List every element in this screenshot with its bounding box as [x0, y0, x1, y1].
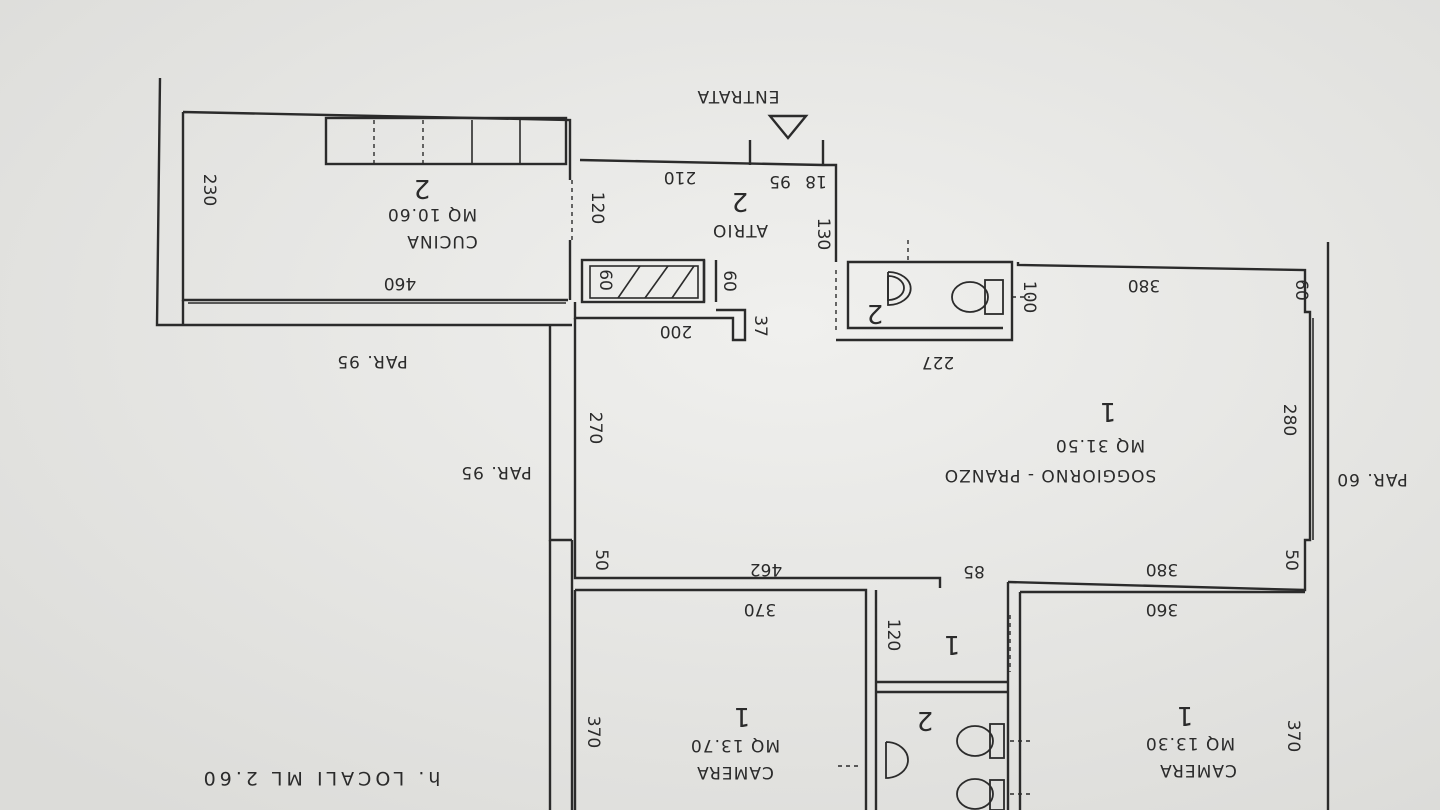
room-id-camera-left: 1	[734, 701, 751, 731]
dim-270: 270	[585, 412, 605, 444]
dim-37: 37	[750, 315, 770, 337]
dim-60-closet-a: 60	[595, 269, 615, 291]
atrio-wall	[579, 158, 838, 240]
walls	[155, 77, 1330, 810]
room-id-atrio: 2	[732, 186, 749, 216]
parapet-95-kitchen: PAR. 95	[336, 351, 407, 371]
room-id-small-bathroom: 2	[867, 298, 884, 328]
dim-100: 100	[1019, 281, 1039, 313]
room-id-camera-right: 1	[1177, 700, 1194, 730]
room-id-large-bathroom: 2	[917, 705, 934, 735]
dim-360: 360	[1146, 599, 1178, 619]
parapet-60: PAR. 60	[1336, 469, 1407, 489]
left-bedroom-wall	[573, 588, 868, 810]
room-area-camera-right: MQ 13.30	[1145, 733, 1235, 753]
dim-380-bottom: 380	[1146, 559, 1178, 579]
dim-130: 130	[813, 218, 833, 250]
dim-370-bedroom-left-top: 370	[744, 599, 776, 619]
dim-120-hall: 120	[883, 619, 903, 651]
dim-370-bedroom-right-side: 370	[1283, 720, 1303, 752]
dimensions: 230 460 120 210 95 18 130 60 60 200 37 2…	[199, 167, 1408, 752]
dim-50-right: 50	[1281, 549, 1301, 571]
room-id-cucina: 2	[414, 173, 431, 203]
kitchen-outer-wall	[155, 77, 572, 327]
room-id-disimpegno: 1	[944, 629, 961, 659]
large-bathroom-fixtures	[838, 723, 1030, 810]
dim-120-kitchen: 120	[587, 192, 607, 224]
room-name-camera-right: CAMERA	[1159, 760, 1237, 780]
dim-50-left: 50	[591, 549, 611, 571]
room-id-soggiorno: 1	[1100, 396, 1117, 426]
entrance-label: ENTRATA	[697, 86, 780, 106]
dim-462: 462	[750, 559, 782, 579]
room-area-soggiorno: MQ 31.50	[1055, 435, 1145, 455]
dim-85: 85	[963, 561, 985, 581]
dim-370-bedroom-left-side: 370	[583, 716, 603, 748]
dim-230: 230	[199, 174, 219, 206]
dim-95: 95	[769, 171, 791, 191]
room-name-soggiorno: SOGGIORNO - PRANZO	[944, 465, 1157, 485]
room-name-cucina: CUCINA	[406, 231, 478, 251]
kitchen-counter	[324, 116, 568, 166]
room-name-atrio: ATRIO	[712, 220, 768, 240]
parapet-95-living: PAR. 95	[460, 462, 531, 482]
small-bathroom-fixtures	[887, 240, 1030, 315]
room-area-camera-left: MQ 13.70	[690, 735, 780, 755]
living-room-wall	[573, 318, 942, 588]
room-area-cucina: MQ 10.60	[387, 204, 477, 224]
dim-200: 200	[660, 321, 692, 341]
dim-210: 210	[664, 167, 696, 187]
dim-380-top: 380	[1128, 275, 1160, 295]
labels: CUCINA MQ 10.60 2 ATRIO 2 SOGGIORNO - PR…	[200, 86, 1237, 789]
living-room-right-wall	[1007, 262, 1312, 592]
ceiling-height-note: h. LOCALI ML 2.60	[200, 767, 441, 789]
dim-60-living: 60	[1291, 279, 1311, 301]
dim-60-closet-b: 60	[719, 270, 739, 292]
dim-227: 227	[922, 352, 954, 372]
entrance-arrow-icon	[767, 114, 809, 140]
dim-18: 18	[805, 171, 827, 191]
room-name-camera-left: CAMERA	[696, 762, 774, 782]
dim-460: 460	[384, 273, 416, 293]
dim-280: 280	[1279, 404, 1299, 436]
